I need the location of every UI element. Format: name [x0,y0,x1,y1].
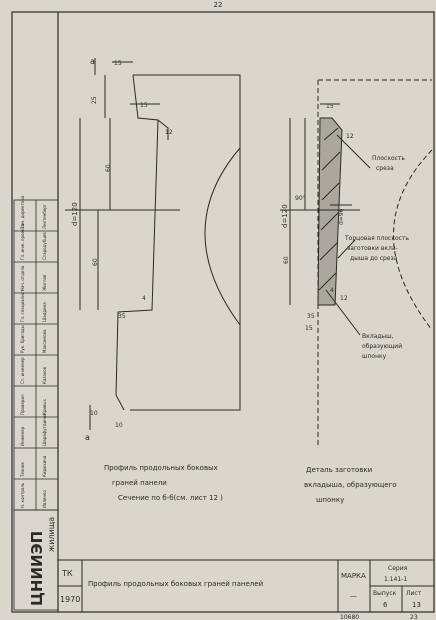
sig-role: Техник [20,462,25,478]
bottom-number: 10680 [340,614,359,620]
dim-60-lower: 60 [92,258,99,266]
sig-person: Жиглов [42,274,47,291]
callout-end-face-2: заготовки вкла- [347,245,398,252]
dim-r-notch: 12 [346,133,354,140]
sig-role: Проверил [20,394,25,415]
caption-left-2: граней панели [112,479,167,487]
sig-role: Нач. отдела [20,265,25,291]
sig-person: Шарафутдинов [42,413,47,446]
sig-person: Кирюхина [42,455,47,477]
dim-upper-width: 15 [140,102,148,109]
dim-60-upper: 60 [105,164,112,172]
tb-title: Профиль продольных боковых граней панеле… [88,580,263,588]
dim-r-angle: 90° [295,195,306,202]
callout-insert-2: образующий [362,343,402,350]
org-name: ЦНИИЭП [28,531,46,606]
sig-role: Инженер [20,426,25,446]
sig-role: Гл. инж. проекта [20,223,25,260]
insert-hatched [317,117,343,306]
right-drawing [280,79,433,448]
taper-profile [115,74,159,411]
dim-top-width: 15 [114,60,122,67]
tb-sheet-value: 13 [412,601,421,609]
sig-person: Максимова [42,329,47,353]
sig-role: Рук. бригады [20,325,25,353]
caption-left-3: Сечение по б-б(см. лист 12 ) [118,494,223,502]
org-sub: жилища [47,517,56,552]
callout-end-face-1: Торцовая плоскость [344,235,409,242]
sig-person: Ивленко [42,490,47,508]
callout-insert-3: шпонку [362,353,387,360]
dim-r-35: 35 [307,313,315,320]
sig-person: Казаков [42,366,47,384]
dim-10-bottom: 10 [115,422,123,429]
tb-issue-value: 6 [383,601,388,609]
tb-sheet-label: Лист [406,590,422,597]
hatch-2 [321,151,341,171]
page-number: 22 [214,1,223,9]
hatch-4 [320,212,339,231]
hatch-3 [321,182,340,201]
sig-person: Кривых [42,399,47,415]
hatch-5 [319,242,338,261]
dim-r-top: 15 [326,103,334,110]
sheet-frame [11,11,435,613]
tb-series-label: Серия [388,565,408,572]
callout-end-face-3: дыша до среза [350,255,398,262]
tb-year: 1970 [60,595,80,604]
dim-r-d120: d=120 [281,204,289,228]
leader-cut-plane [336,134,371,169]
hatch-6 [318,272,337,291]
sig-person: Шадрина [42,302,47,322]
dim-r-d96: d=96 [338,208,345,225]
caption-left-1: Профиль продольных боковых [104,464,218,472]
section-mark-top: a [90,57,95,66]
dim-r-4: 4 [330,287,334,294]
dim-d120: d=120 [71,202,79,226]
panel-outline [130,74,241,411]
dim-r-12: 12 [340,295,348,302]
bottom-right-number: 23 [410,614,418,620]
sig-person: Лихтенберг [42,204,47,229]
caption-right-3: шпонку [316,496,344,504]
callout-cut-plane-1: Плоскость [372,155,405,162]
leader-insert [325,289,361,336]
section-mark-bottom: a [85,433,90,442]
dim-25: 25 [91,96,98,104]
panel-arc-dashed [393,149,433,331]
callout-cut-plane-2: среза [376,165,394,172]
dim-10-left: 10 [90,410,98,417]
sig-role: Гл. специалист [20,289,25,322]
dim-35: 35 [118,313,126,320]
dim-r-60: 60 [283,256,290,264]
left-drawing [65,58,241,430]
sig-role: Ст. инженер [20,357,25,384]
notch-line [157,119,169,140]
leader-end-face [337,239,356,259]
callout-insert-1: Вкладыш, [362,333,394,340]
tb-code: ТК [61,569,73,578]
dim-4: 4 [142,295,146,302]
tb-series-value: 1.141-1 [384,576,407,583]
sig-role: Зам. директора [20,195,25,229]
tb-issue-label: Выпуск [373,590,397,597]
tb-marka-value: — [350,592,357,600]
tb-marka-label: МАРКА [341,572,366,580]
sig-role: Н. контроль [20,482,25,508]
hatch-1 [323,127,339,141]
dim-r-15: 15 [305,325,313,332]
dim-notch: 12 [165,129,173,136]
caption-right-2: вкладыша, образующего [304,481,397,489]
sig-person: Стародубцев [42,232,47,260]
panel-arc [204,147,241,326]
title-block [57,559,435,613]
caption-right-1: Деталь заготовки [306,466,372,474]
